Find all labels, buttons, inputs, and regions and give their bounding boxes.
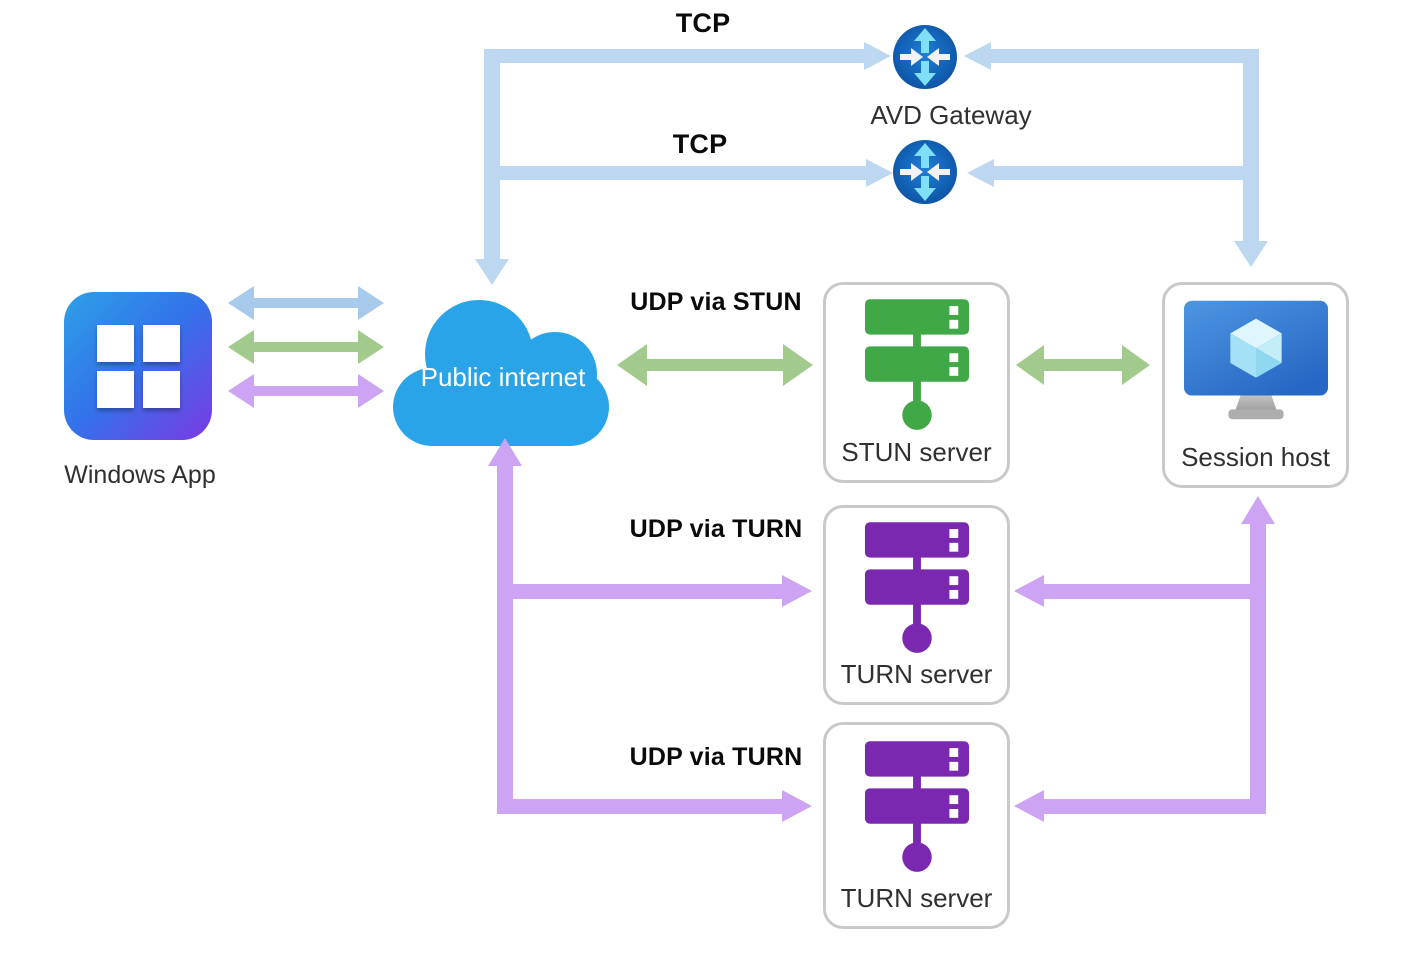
blue-double-arrowhead-right xyxy=(358,286,384,320)
blue-double-arrow-shaft xyxy=(252,298,360,308)
turn-line-top-right xyxy=(1044,584,1266,599)
turn-server-bottom-icon xyxy=(864,741,969,872)
tcp-trunk-left-vertical xyxy=(484,49,500,259)
stun-host-arrowhead-left xyxy=(1016,345,1044,385)
public-internet-label: Public internet xyxy=(420,362,586,392)
stun-arrow-shaft-left xyxy=(645,359,783,371)
stun-host-arrow-shaft xyxy=(1042,359,1124,371)
turn-server-top-icon xyxy=(864,522,969,653)
purple-double-arrow-shaft xyxy=(252,386,360,396)
turn-arrowhead-into-server-bottom-right xyxy=(1014,790,1044,822)
purple-double-arrowhead-left xyxy=(228,374,254,408)
turn-server-bottom-card: TURN server xyxy=(823,722,1010,929)
udp-via-turn-label-bottom: UDP via TURN xyxy=(629,743,803,771)
windows-app-icon xyxy=(64,292,212,440)
turn-trunk-left-vertical xyxy=(497,464,513,813)
tcp-label-top: TCP xyxy=(675,8,731,38)
turn-arrowhead-into-server-top xyxy=(782,575,812,607)
avd-gateway-icon-bottom xyxy=(893,140,957,204)
session-host-card: Session host xyxy=(1162,282,1349,488)
turn-line-bottom-left xyxy=(497,799,782,814)
green-double-arrowhead-right xyxy=(358,330,384,364)
tcp-arrowhead-into-session-host xyxy=(1234,241,1268,267)
tcp-line-bottom-left xyxy=(484,166,866,180)
turn-server-top-label: TURN server xyxy=(840,659,993,689)
session-host-icon xyxy=(1183,300,1328,420)
tcp-arrowhead-into-gateway-bottom-left xyxy=(866,159,893,187)
windows-pane xyxy=(96,324,134,362)
tcp-trunk-right-vertical xyxy=(1243,49,1259,241)
windows-pane xyxy=(142,370,180,408)
windows-app-label: Windows App xyxy=(64,461,216,489)
stun-arrowhead-server-side xyxy=(783,344,813,386)
tcp-label-bottom: TCP xyxy=(672,129,728,159)
tcp-line-top-right xyxy=(991,49,1259,63)
windows-pane xyxy=(142,324,180,362)
tcp-arrowhead-into-gateway-top-right xyxy=(964,42,991,70)
tcp-arrowhead-into-gateway-top-left xyxy=(864,42,891,70)
green-double-arrow-shaft xyxy=(252,342,360,352)
windows-pane xyxy=(96,370,134,408)
turn-arrowhead-into-session-host xyxy=(1241,496,1275,524)
turn-server-bottom-label: TURN server xyxy=(840,883,993,913)
udp-via-turn-label-top: UDP via TURN xyxy=(629,515,803,543)
avd-gateway-icon-top xyxy=(893,25,957,89)
avd-gateway-label: AVD Gateway xyxy=(870,100,1032,130)
udp-via-stun-label: UDP via STUN xyxy=(630,288,802,316)
stun-host-arrowhead-right xyxy=(1122,345,1150,385)
stun-server-label: STUN server xyxy=(841,437,992,467)
stun-server-icon xyxy=(864,299,969,430)
turn-server-top-card: TURN server xyxy=(823,505,1010,705)
tcp-arrowhead-into-cloud xyxy=(475,259,509,285)
session-host-label: Session host xyxy=(1181,442,1330,472)
purple-double-arrowhead-right xyxy=(358,374,384,408)
stun-server-card: STUN server xyxy=(823,282,1010,483)
turn-trunk-right-vertical xyxy=(1250,524,1266,813)
tcp-line-bottom-right xyxy=(994,166,1259,180)
tcp-arrowhead-into-gateway-bottom-right xyxy=(967,159,994,187)
turn-arrowhead-into-server-bottom xyxy=(782,790,812,822)
turn-arrowhead-into-server-top-right xyxy=(1014,575,1044,607)
public-internet-cloud xyxy=(393,300,609,446)
stun-arrowhead-cloud-side xyxy=(617,344,647,386)
turn-arrowhead-into-cloud xyxy=(488,438,522,466)
blue-double-arrowhead-left xyxy=(228,286,254,320)
turn-line-bottom-right xyxy=(1044,799,1266,814)
green-double-arrowhead-left xyxy=(228,330,254,364)
turn-line-top-left xyxy=(497,584,782,599)
tcp-line-top-left xyxy=(484,49,864,63)
